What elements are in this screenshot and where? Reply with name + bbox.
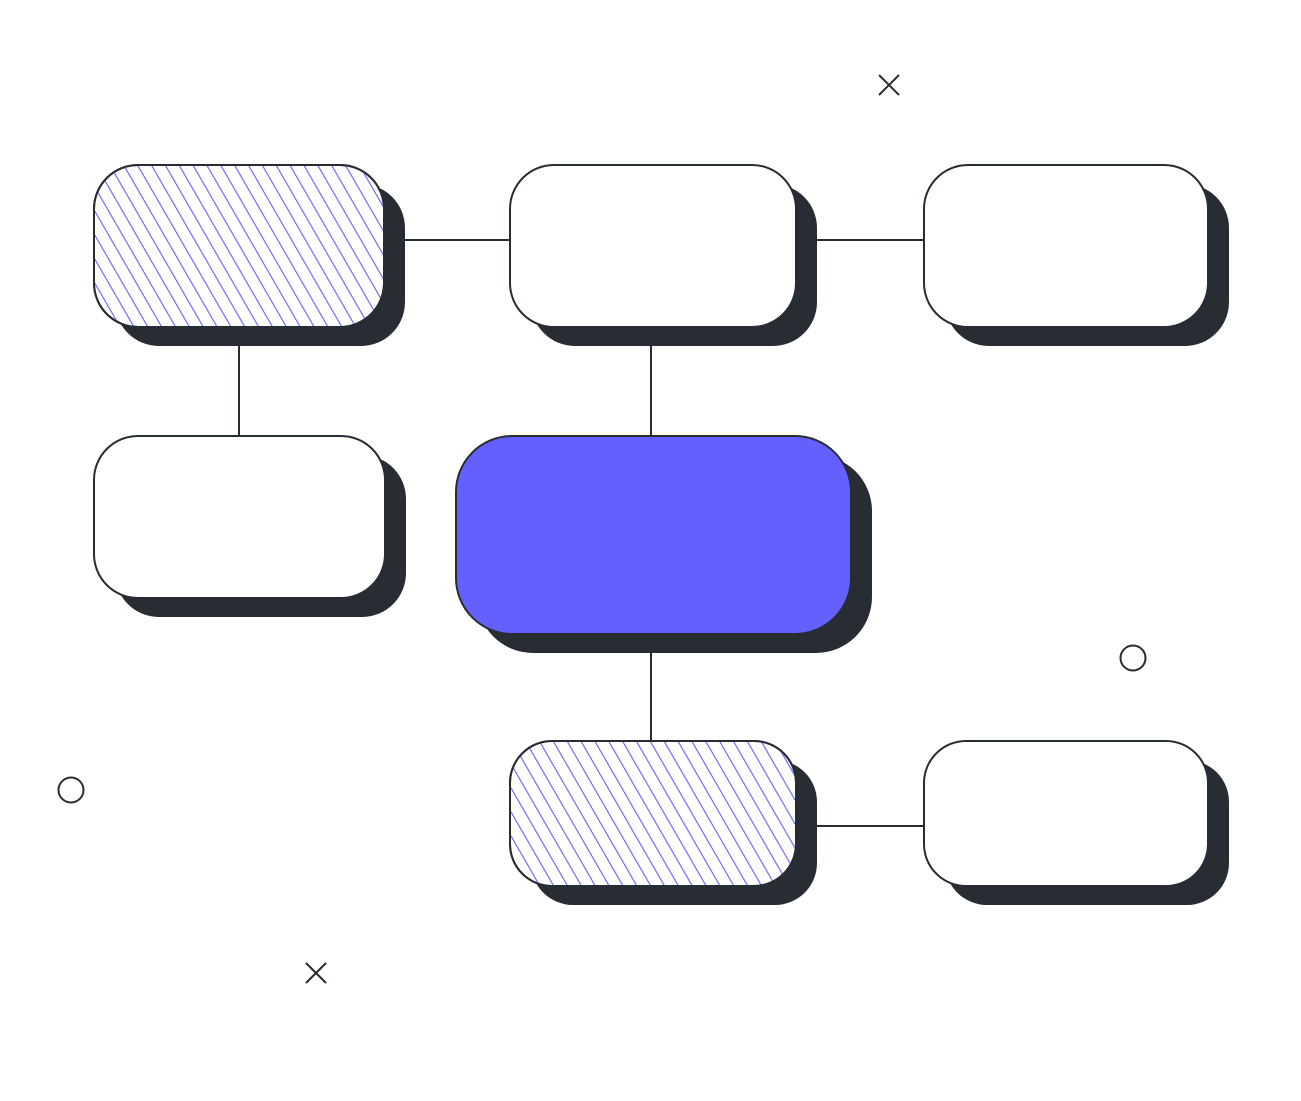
cross-icon [878, 74, 900, 96]
node-body [455, 435, 852, 635]
nodes-layer [93, 164, 1229, 905]
node-top-right [923, 164, 1229, 346]
node-top-left [93, 164, 405, 346]
circle-icon [57, 776, 85, 804]
node-outline [509, 740, 797, 887]
node-body [923, 164, 1209, 328]
node-middle-left [93, 435, 406, 617]
node-center [455, 435, 872, 653]
node-hatch-fill [511, 742, 795, 885]
node-body [93, 435, 386, 599]
node-bottom-center [509, 740, 817, 905]
edges-layer [238, 239, 924, 827]
node-outline [93, 164, 385, 328]
node-top-center [509, 164, 817, 346]
node-body [923, 740, 1209, 887]
decorations-layer [57, 74, 1147, 984]
node-hatch-fill [95, 166, 383, 326]
node-bottom-right [923, 740, 1229, 905]
node-body [509, 164, 797, 328]
circle-icon [1119, 644, 1147, 672]
cross-icon [305, 962, 327, 984]
